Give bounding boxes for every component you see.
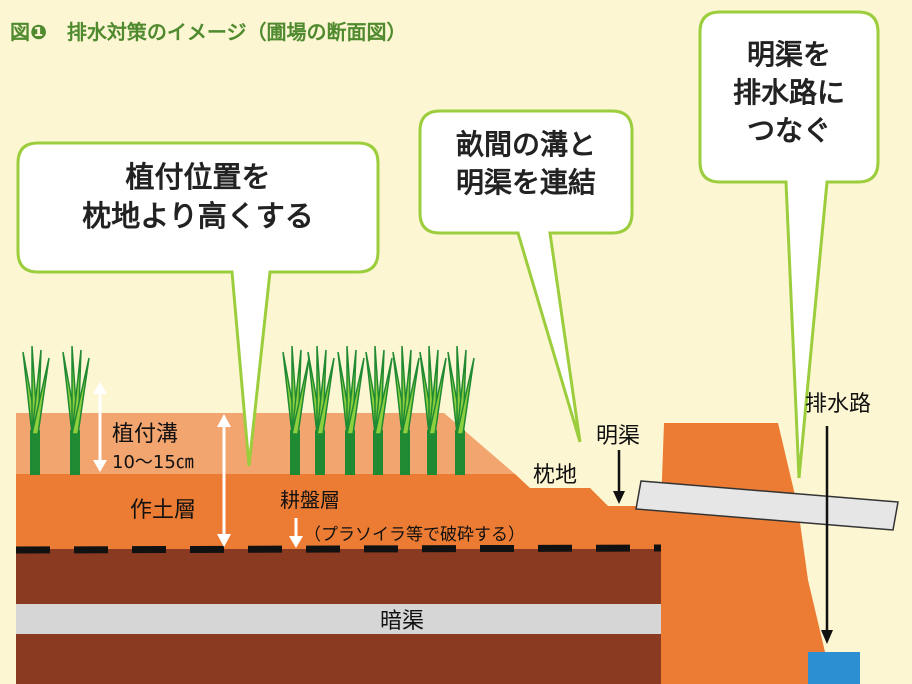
hardpan-line	[15, 544, 662, 554]
hardpan-label: 耕盤層	[280, 488, 340, 512]
bubble-line: 植付位置を	[125, 160, 271, 194]
seedling	[307, 345, 335, 475]
seedling	[365, 345, 393, 475]
seedling	[392, 345, 420, 475]
furrow-depth-arrow	[93, 382, 107, 472]
seedling	[282, 345, 310, 475]
seedling	[337, 345, 365, 475]
bubble-ditch	[418, 109, 634, 443]
topsoil-layer	[16, 474, 661, 549]
open-ditch-arrow	[613, 450, 625, 504]
bubble-line: 明渠を	[746, 38, 831, 71]
bubble-drain-text: 明渠を 排水路に つなぐ	[704, 36, 874, 149]
drain-pipe	[635, 480, 899, 531]
figure-title: 図❶ 排水対策のイメージ（圃場の断面図）	[10, 20, 407, 44]
raised-bed	[16, 413, 515, 474]
drainage-arrow	[821, 426, 833, 644]
plant-group	[22, 345, 475, 475]
seedling	[447, 345, 475, 475]
bubble-ditch-text: 畝間の溝と 明渠を連結	[424, 126, 628, 202]
bubble-line: 枕地より高くする	[82, 199, 314, 234]
drainage-water	[808, 652, 860, 684]
furrow-depth-label: 10〜15㎝	[112, 452, 194, 473]
bubble-line: 排水路に	[732, 75, 845, 109]
hardpan-arrow	[289, 518, 303, 548]
topsoil-label: 作土層	[130, 498, 197, 523]
seedling	[419, 345, 447, 475]
seedling	[22, 345, 50, 475]
furrow-label: 植付溝	[112, 422, 179, 447]
drainage-label: 排水路	[805, 392, 872, 417]
bubble-line: 明渠を連結	[455, 165, 596, 199]
headland-label: 枕地	[533, 463, 578, 488]
underdrain-label: 暗渠	[380, 609, 425, 634]
seedling	[62, 345, 90, 475]
bubble-planting-text: 植付位置を 枕地より高くする	[28, 158, 368, 236]
bubble-planting	[16, 141, 380, 467]
bubble-line: つなぐ	[746, 113, 831, 147]
bubble-drain	[698, 10, 880, 479]
topsoil-depth-arrow	[217, 414, 231, 547]
bubble-line: 畝間の溝と	[455, 128, 596, 161]
open-ditch-label: 明渠	[596, 424, 641, 449]
hardpan-note: （プラソイラ等で破砕する）	[304, 525, 525, 545]
